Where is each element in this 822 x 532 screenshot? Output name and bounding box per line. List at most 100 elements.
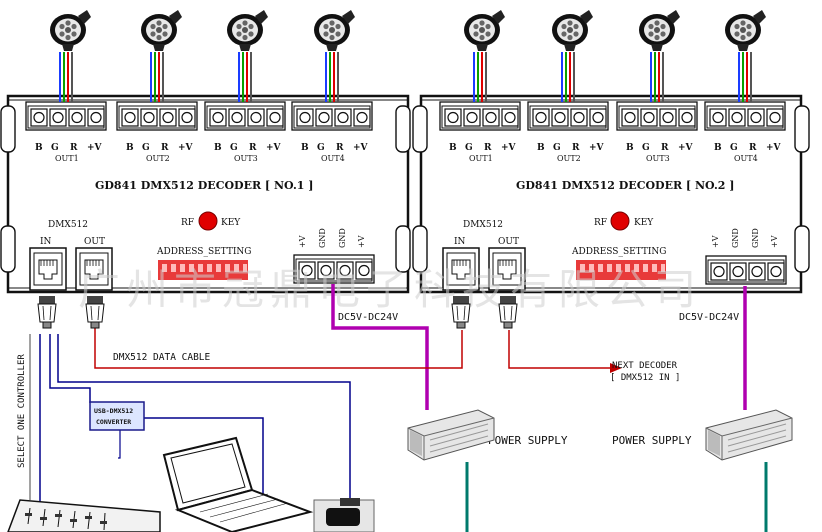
pin-label: B [626,143,634,153]
power-supply-label: POWER SUPPLY [612,434,692,447]
rf-label: RF [181,218,194,228]
controller-box-icon [313,498,375,532]
dip-switch [158,260,248,280]
power-supply-label: POWER SUPPLY [488,434,568,447]
decoder-title: GD841 DMX512 DECODER [ NO.2 ] [516,179,734,192]
lamp-icon [552,10,593,51]
output-label: OUT1 [55,154,79,163]
rj45-plug-icon [451,295,471,329]
svg-text:CONVERTER: CONVERTER [96,418,131,426]
power-pin-labels: +V GND GND +V [711,228,779,248]
decoder-2: B G R +V B G R +V B G R +V B G R +V OUT1… [412,94,810,294]
pin-label: G [142,143,150,153]
pin-label: B [301,143,309,153]
watermark: 广州市冠鼎电子科技有限公司 [78,265,702,314]
output-label: OUT2 [557,154,581,163]
dmx-console-icon [7,499,161,532]
power-pin-labels: +V GND GND +V [298,228,366,248]
pin-label: R [161,143,169,153]
rf-indicator-led [610,211,630,231]
lamp-icon [50,10,91,51]
pin-label: +V [266,143,282,153]
out-port-label: OUT [84,237,105,247]
address-setting-label: ADDRESS_SETTING [156,247,251,257]
decoder-title: GD841 DMX512 DECODER [ NO.1 ] [95,179,313,192]
lamp-icon [725,10,766,51]
pin-label: +V [589,143,605,153]
svg-text:USB-DMX512: USB-DMX512 [94,407,133,415]
pin-label: R [749,143,757,153]
key-label: KEY [634,218,654,228]
output-label: OUT4 [734,154,758,163]
lamp-icon [639,10,680,51]
address-setting-label: ADDRESS_SETTING [571,247,666,257]
svg-text:GND: GND [731,228,740,248]
output-label: OUT3 [646,154,670,163]
pin-label: G [230,143,238,153]
output-label: OUT3 [234,154,258,163]
key-label: KEY [221,218,241,228]
rj45-plug-icon [85,295,105,329]
dip-switch [576,260,666,280]
next-decoder-sub-label: [ DMX512 IN ] [610,373,680,383]
lamp-icon [314,10,355,51]
dmx-label: DMX512 [463,220,503,230]
output-label: OUT4 [321,154,345,163]
pin-label: B [126,143,134,153]
decoder-1: B G R +V B G R +V B G R +V B G R +V OUT1… [0,94,411,294]
pin-label: +V [678,143,694,153]
power-supply-icon [705,409,793,461]
laptop-icon [162,436,314,532]
output-label: OUT1 [469,154,493,163]
rj45-plug-icon [37,295,57,329]
rf-indicator-led [198,211,218,231]
in-port-label: IN [40,237,52,247]
voltage-label: DC5V-DC24V [338,312,398,323]
pin-label: G [642,143,650,153]
svg-text:+V: +V [711,235,720,248]
pin-label: R [661,143,669,153]
pin-label: R [572,143,580,153]
pin-label: G [51,143,59,153]
svg-text:+V: +V [770,235,779,248]
pin-label: +V [178,143,194,153]
svg-text:+V: +V [357,235,366,248]
pin-label: B [214,143,222,153]
pin-label: R [249,143,257,153]
power-terminal [705,255,787,285]
lamp-icon [227,10,268,51]
pin-label: G [317,143,325,153]
output-label: OUT2 [146,154,170,163]
pin-label: R [484,143,492,153]
svg-text:+V: +V [298,235,307,248]
usb-dmx-converter: USB-DMX512 CONVERTER [89,401,145,431]
select-controller-label: SELECT ONE CONTROLLER [17,354,27,468]
wiring [29,284,768,532]
pin-label: +V [87,143,103,153]
pin-label: B [449,143,457,153]
pin-label: G [730,143,738,153]
pin-label: B [537,143,545,153]
pin-label: G [553,143,561,153]
arrow-icon [610,363,622,373]
svg-text:GND: GND [338,228,347,248]
dmx-label: DMX512 [48,220,88,230]
next-decoder-label: NEXT DECODER [612,361,678,371]
out-port-label: OUT [498,237,519,247]
in-port-label: IN [454,237,466,247]
lamp-icon [464,10,505,51]
pin-label: G [465,143,473,153]
pin-label: R [70,143,78,153]
pin-label: R [336,143,344,153]
lamps-and-wires [50,10,766,102]
rj45-plug-icon [498,295,518,329]
pin-label: +V [766,143,782,153]
svg-text:GND: GND [318,228,327,248]
data-cable-label: DMX512 DATA CABLE [113,352,211,363]
voltage-label: DC5V-DC24V [679,312,739,323]
pin-label: B [714,143,722,153]
dmx-in-port [29,247,67,291]
pin-label: +V [501,143,517,153]
